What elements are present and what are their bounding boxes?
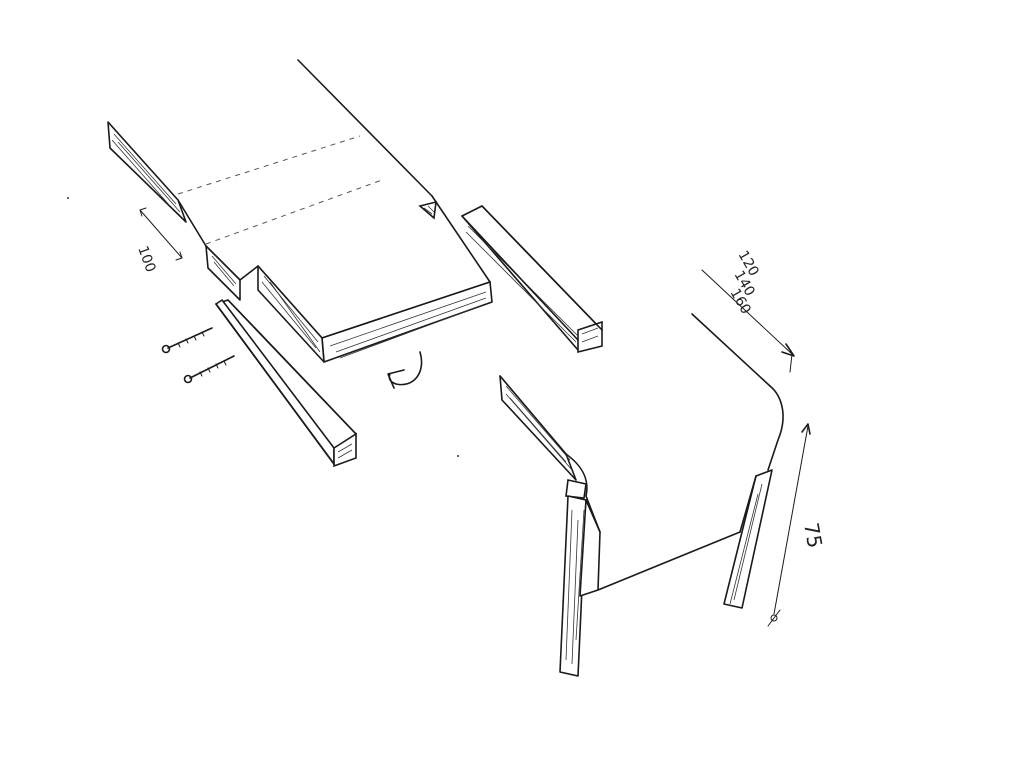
- screw-icon: [161, 327, 213, 354]
- height-label: 75: [799, 521, 827, 550]
- stray-mark: [67, 197, 69, 199]
- height-dimension: 75: [767, 423, 827, 627]
- width-dimension: 120 140 160: [701, 248, 795, 373]
- extension-leaf: [107, 59, 493, 363]
- middle-rail: [461, 205, 603, 354]
- table-body: [499, 313, 784, 677]
- leaf-depth-dimension: 100: [134, 207, 183, 275]
- leaf-depth-label: 100: [134, 244, 158, 275]
- stray-mark: [457, 455, 459, 457]
- curved-arrow-icon: [387, 351, 423, 389]
- left-rail: [215, 299, 357, 468]
- screw-icon: [183, 355, 235, 384]
